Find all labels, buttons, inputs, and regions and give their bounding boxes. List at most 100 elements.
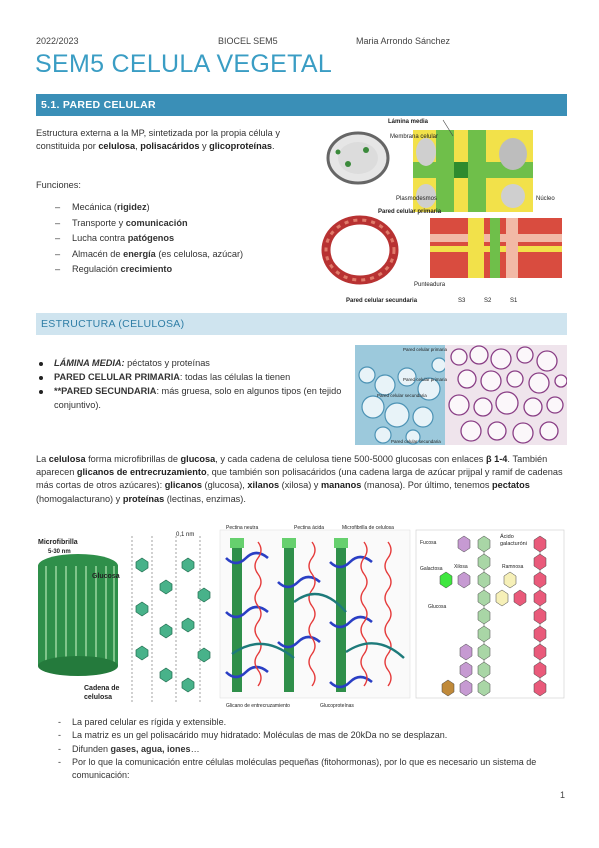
bold-text: celulosa bbox=[48, 454, 86, 464]
label-s2: S2 bbox=[484, 298, 492, 304]
label-ramnosa: Ramnosa bbox=[502, 564, 524, 570]
list-item: PARED CELULAR PRIMARIA: todas las célula… bbox=[36, 371, 346, 385]
label-glucosa: Glucosa bbox=[92, 573, 120, 580]
text-run: (lectinas, enzimas). bbox=[164, 493, 246, 504]
label-glucoproteinas: Glucoproteínas bbox=[320, 703, 354, 709]
text-run: . bbox=[271, 141, 275, 151]
list-item: Difunden gases, agua, iones… bbox=[36, 743, 566, 757]
list-item: Regulación crecimiento bbox=[36, 262, 316, 278]
bold-text: **PARED SECUNDARIA bbox=[54, 386, 157, 396]
header-year: 2022/2023 bbox=[36, 36, 79, 46]
text-run: (glucosa), bbox=[201, 480, 248, 491]
label-microfibrilla: Microfibrilla bbox=[38, 539, 78, 546]
section-heading: 5.1. PARED CELULAR bbox=[41, 99, 156, 111]
bold-text: polisacáridos bbox=[140, 141, 200, 151]
celulosa-paragraph: La celulosa forma microfibrillas de gluc… bbox=[36, 453, 566, 506]
bold-text: mananos bbox=[320, 480, 362, 491]
bold-text: rigidez bbox=[116, 202, 147, 212]
bold-text: PARED CELULAR PRIMARIA bbox=[54, 372, 180, 382]
text-run: … bbox=[190, 743, 200, 754]
micro-label-b: Pared celular primaria bbox=[403, 377, 448, 382]
section-heading-bar: 5.1. PARED CELULAR bbox=[36, 94, 567, 116]
label-xilosa: Xilosa bbox=[454, 564, 468, 570]
text-run: Estructura externa a la MP, sintetizada … bbox=[36, 128, 280, 151]
label-lamina-media: Lámina media bbox=[388, 119, 429, 125]
bold-text: proteínas bbox=[122, 493, 165, 504]
label-membrana: Membrana celular bbox=[390, 134, 438, 140]
label-plasmodesmos: Plasmodesmos bbox=[396, 196, 437, 202]
bold-text: crecimiento bbox=[120, 264, 173, 274]
text-run: . También aparecen bbox=[36, 454, 548, 478]
text-run: : más gruesa, solo en algunos tipos (en … bbox=[54, 386, 342, 410]
label-galacturoni: galacturóni bbox=[500, 541, 527, 547]
text-run: (xilosa) y bbox=[279, 480, 321, 491]
text-run: (es celulosa, azúcar) bbox=[155, 248, 244, 259]
label-glucosa-2: Glucosa bbox=[428, 604, 447, 610]
micro-label-a: Pared celular primaria bbox=[403, 347, 448, 352]
intro-paragraph: Estructura externa a la MP, sintetizada … bbox=[36, 127, 308, 153]
text-run: Regulación bbox=[72, 264, 121, 274]
text-run: , y cada cadena de celulosa tiene 500-50… bbox=[215, 454, 486, 464]
text-run: La pared celular es rígida y extensible. bbox=[72, 717, 227, 727]
text-run: , bbox=[135, 141, 141, 151]
label-celulosa: celulosa bbox=[84, 694, 112, 701]
label-s1: S1 bbox=[510, 298, 518, 304]
text-run: : todas las células la tienen bbox=[179, 372, 291, 382]
micro-label-d: Pared celular secundaria bbox=[391, 439, 441, 444]
list-item: Mecánica (rigidez) bbox=[36, 200, 316, 216]
text-run: ) bbox=[146, 202, 150, 212]
bold-text: gases, agua, iones bbox=[110, 743, 191, 754]
text-run: Mecánica ( bbox=[72, 202, 117, 212]
page-number: 1 bbox=[559, 790, 565, 800]
label-s3: S3 bbox=[458, 298, 466, 304]
bold-text: glicoproteínas bbox=[209, 141, 272, 151]
label-galactosa: Galactosa bbox=[420, 566, 443, 572]
label-cadena: Cadena de bbox=[84, 685, 120, 692]
text-run: Transporte y bbox=[72, 217, 126, 228]
bold-text: glicanos bbox=[164, 480, 202, 491]
micro-label-c: Pared celular secundaria bbox=[377, 393, 427, 398]
list-item: LÁMINA MEDIA: péctatos y proteínas bbox=[36, 357, 346, 371]
text-run: Almacén de bbox=[72, 248, 124, 259]
bold-text: xilanos bbox=[247, 480, 280, 491]
bold-text: β 1-4 bbox=[485, 454, 508, 464]
text-run: forma microfibrillas de bbox=[85, 454, 181, 464]
text-run: La bbox=[36, 454, 49, 464]
list-item: La matriz es un gel polisacárido muy hid… bbox=[36, 729, 566, 743]
label-glicano: Glicano de entrecruzamiento bbox=[226, 703, 290, 709]
text-run: péctatos y proteínas bbox=[124, 358, 210, 368]
bold-text: glicanos de entrecruzamiento bbox=[76, 467, 207, 478]
label-pectina-neutra: Pectina neutra bbox=[226, 525, 258, 531]
text-run: y bbox=[199, 141, 210, 151]
label-nm: 0,1 nm bbox=[176, 532, 194, 538]
bold-text: pectatos bbox=[492, 480, 530, 491]
funciones-label: Funciones: bbox=[36, 180, 81, 190]
label-size: 5-30 nm bbox=[48, 549, 71, 555]
label-microfibrilla-celulosa: Microfibrilla de celulosa bbox=[342, 525, 394, 531]
funciones-list: Mecánica (rigidez)Transporte y comunicac… bbox=[36, 200, 316, 278]
page-title: SEM5 CELULA VEGETAL bbox=[35, 50, 333, 78]
subsection-heading: ESTRUCTURA (CELULOSA) bbox=[41, 318, 185, 330]
bold-text: energía bbox=[123, 248, 156, 259]
text-run: Difunden bbox=[72, 743, 111, 754]
list-item: La pared celular es rígida y extensible. bbox=[36, 716, 566, 730]
list-item: **PARED SECUNDARIA: más gruesa, solo en … bbox=[36, 385, 346, 412]
label-fucosa: Fucosa bbox=[420, 540, 437, 546]
text-run: (manosa). Por último, tenemos bbox=[361, 480, 493, 491]
bold-text: celulosa bbox=[98, 141, 136, 151]
bold-text: LÁMINA MEDIA: bbox=[54, 358, 125, 368]
microfibril-diagram: Microfibrilla 5-30 nm Glucosa Cadena de … bbox=[36, 522, 567, 710]
text-run: , que también son polisacáridos (una cad… bbox=[36, 467, 563, 491]
subsection-heading-bar: ESTRUCTURA (CELULOSA) bbox=[36, 313, 567, 335]
text-run: (homogalacturano) y bbox=[36, 493, 123, 504]
list-item: Por lo que la comunicación entre células… bbox=[36, 756, 566, 783]
notes-list: La pared celular es rígida y extensible.… bbox=[36, 716, 566, 782]
label-acido: Ácido bbox=[500, 533, 514, 540]
text-run: Lucha contra bbox=[72, 233, 128, 243]
text-run: Por lo que la comunicación entre células… bbox=[72, 756, 537, 781]
list-item: Almacén de energía (es celulosa, azúcar) bbox=[36, 247, 316, 263]
list-item: Lucha contra patógenos bbox=[36, 231, 316, 247]
micrograph-images: Pared celular primaria Pared celular pri… bbox=[355, 345, 567, 445]
header-course: BIOCEL SEM5 bbox=[218, 36, 278, 46]
